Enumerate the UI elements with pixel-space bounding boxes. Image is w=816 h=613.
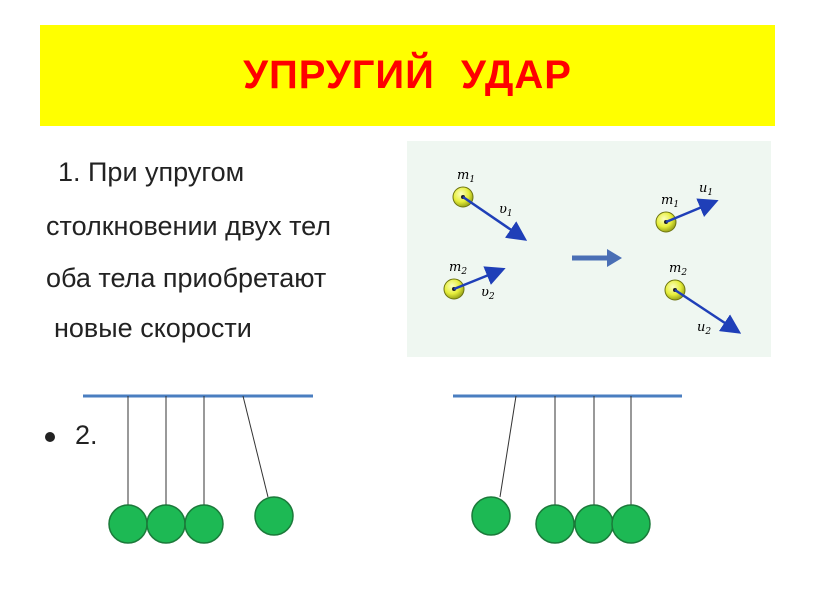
bullet-text: 2. [75,420,98,450]
pendulum-ball-swung [254,496,294,536]
velocity-arrow-u2 [674,288,742,334]
velocity-arrow-v1 [462,195,528,241]
title-banner: УПРУГИЙ УДАР [40,25,775,126]
label-m1-after: m1 [661,193,679,210]
cradle-left [83,394,313,544]
pendulum-ball-swung [471,496,511,536]
velocity-arrow-u1 [665,198,719,224]
label-v1: υ1 [499,202,513,219]
label-v2: υ2 [481,285,495,302]
label-u1: u1 [699,181,713,198]
pendulum-ball [574,504,614,544]
pendulum-ball [146,504,186,544]
pendulum-ball [184,504,224,544]
page-title: УПРУГИЙ УДАР [243,53,572,97]
transition-arrow [572,249,622,267]
cradle-right [453,394,682,544]
pendulum-ball [108,504,148,544]
label-m2-before: m2 [449,260,467,277]
collision-diagram: m1 υ1 m2 υ2 m1 u1 m2 u2 [407,141,771,357]
paragraph-line: новые скорости [54,313,252,343]
bullet-item: 2. [45,420,98,451]
pendulum-string [242,395,269,498]
paragraph-line: 1. При упругом [58,157,245,187]
pendulum-string [499,395,517,498]
collision-diagram-svg: m1 υ1 m2 υ2 m1 u1 m2 u2 [443,168,742,337]
paragraph-line: оба тела приобретают [46,263,327,293]
pendulum-ball [535,504,575,544]
velocity-arrow-v2 [453,266,506,291]
label-m1-before: m1 [457,168,475,185]
bullet-dot [45,431,55,442]
paragraph-line: столкновении двух тел [46,211,332,241]
label-m2-after: m2 [669,261,687,278]
label-u2: u2 [697,320,711,337]
pendulum-ball [611,504,651,544]
